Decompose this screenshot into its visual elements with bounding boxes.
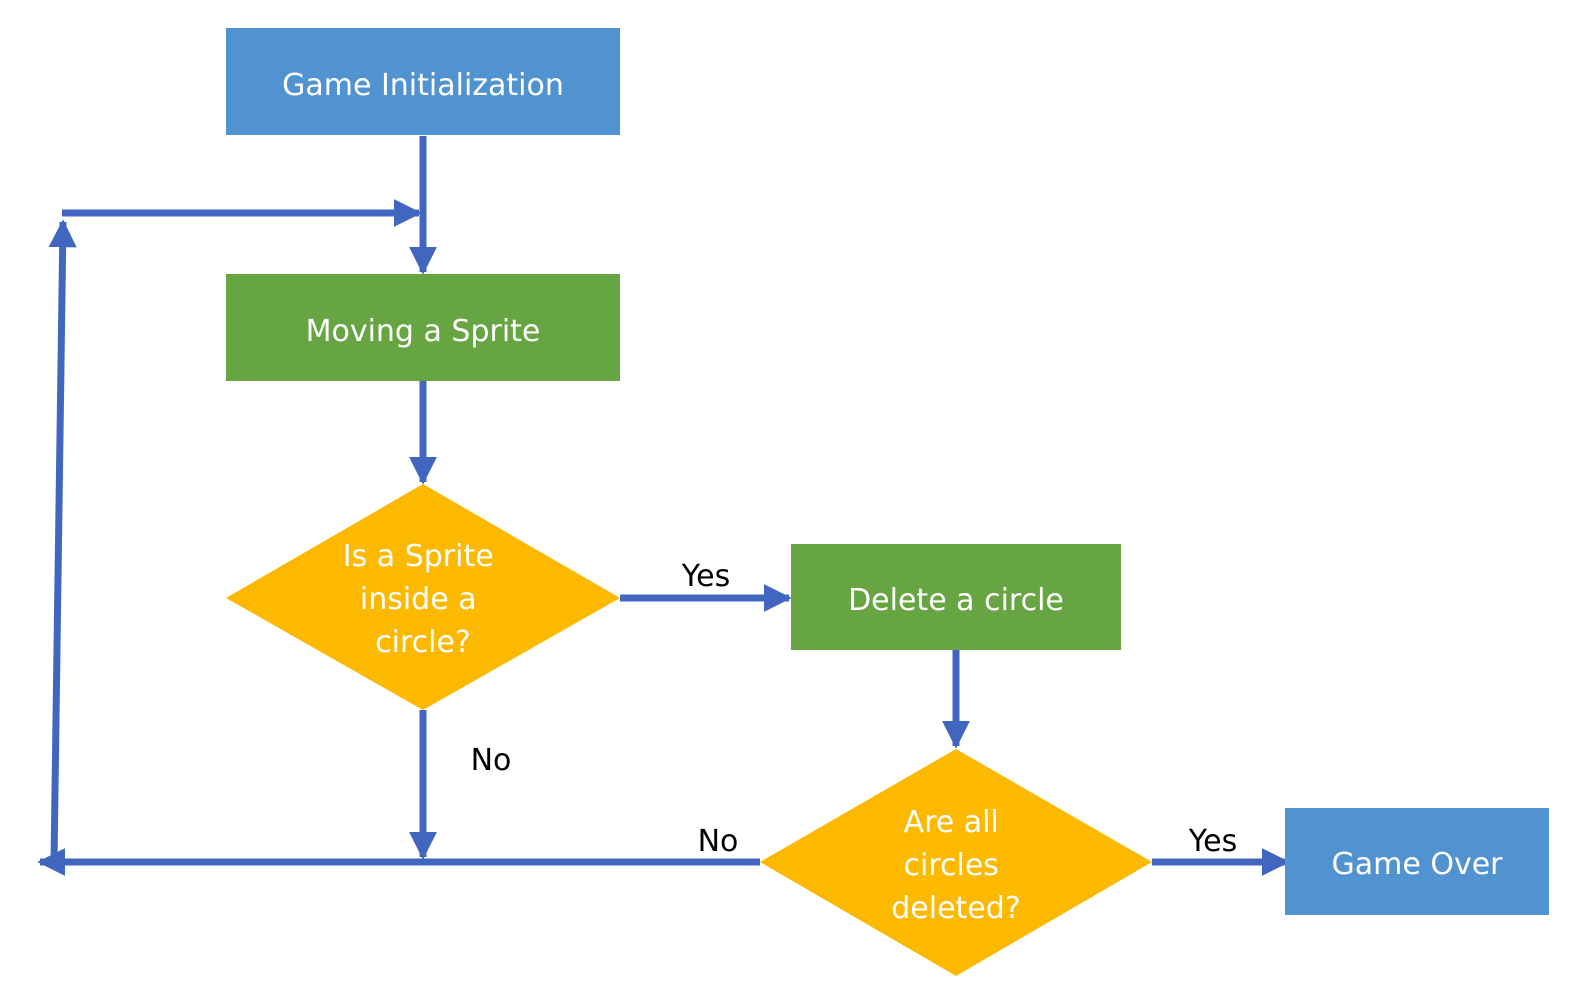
- node-game-initialization-text: Game Initialization: [282, 68, 564, 103]
- label-all-no: No: [698, 824, 739, 859]
- node-delete-a-circle: Delete a circle: [791, 544, 1121, 650]
- decision-all-circles-deleted-text: Are all circles deleted?: [891, 805, 1020, 926]
- label-all-yes: Yes: [1188, 824, 1237, 859]
- node-game-initialization: Game Initialization: [226, 28, 620, 135]
- label-inside-yes: Yes: [681, 559, 730, 594]
- edge-loop-back-up: [48, 219, 77, 863]
- node-game-over-text: Game Over: [1331, 847, 1503, 882]
- node-moving-a-sprite-text: Moving a Sprite: [306, 314, 541, 349]
- connectors: [37, 136, 1290, 876]
- decision-sprite-inside-circle: Is a Sprite inside a circle?: [226, 484, 620, 710]
- decision-all-circles-deleted: Are all circles deleted?: [760, 749, 1152, 976]
- node-moving-a-sprite: Moving a Sprite: [226, 274, 620, 381]
- node-game-over: Game Over: [1285, 808, 1549, 915]
- node-delete-a-circle-text: Delete a circle: [848, 583, 1064, 618]
- label-inside-no: No: [471, 743, 512, 778]
- decision-sprite-inside-circle-text: Is a Sprite inside a circle?: [343, 539, 503, 660]
